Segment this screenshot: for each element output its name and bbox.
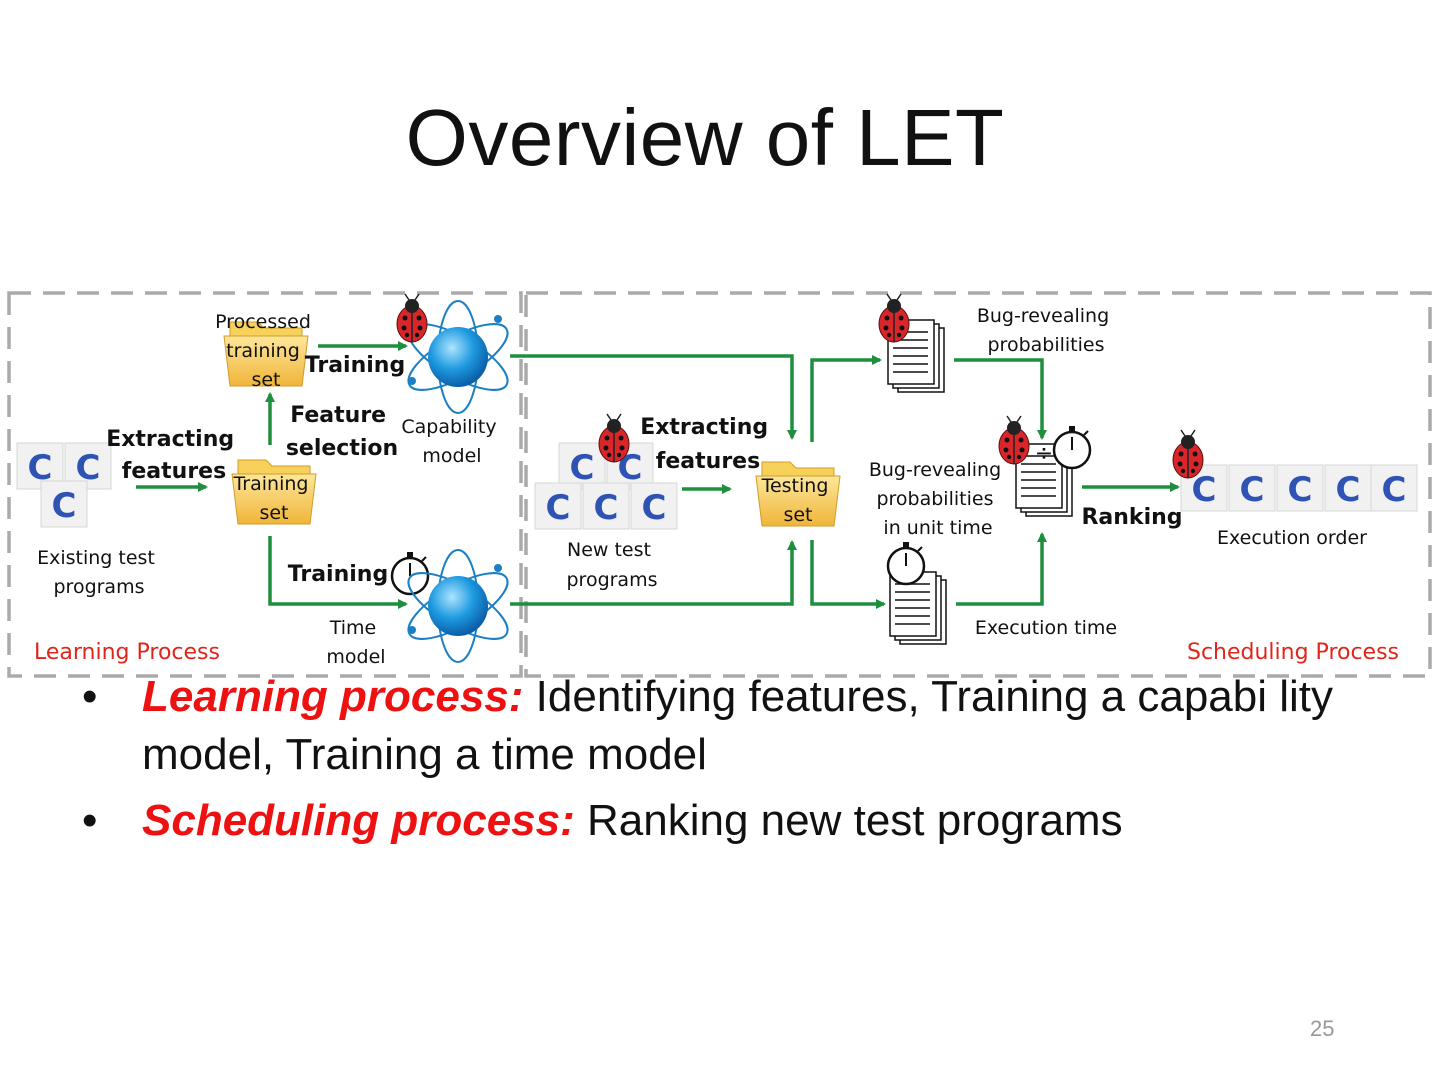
bug-prob-unit-time-label: Bug-revealing probabilities in unit time: [869, 459, 1007, 539]
execution-order-label: Execution order: [1217, 527, 1367, 549]
let-overview-diagram: C: [0, 285, 1440, 680]
scheduling-process-label: Scheduling Process: [1187, 640, 1399, 665]
capability-bug-icon: [397, 294, 427, 342]
existing-programs-icon: [17, 443, 111, 527]
bullet-text: Ranking new test programs: [575, 796, 1123, 845]
time-model-label: Time model: [326, 617, 385, 668]
bullet-dot-icon: •: [82, 668, 97, 726]
learning-process-label: Learning Process: [34, 640, 220, 665]
combined-bug-icon: [999, 416, 1029, 464]
page-number: 25: [1310, 1016, 1334, 1042]
arrow-bug-prob-to-combined: [954, 360, 1042, 438]
arrow-testing-to-exec-time: [812, 540, 884, 604]
bullet-list: • Learning process: Identifying features…: [82, 668, 1372, 858]
execution-order-programs-icon: [1181, 465, 1417, 511]
combined-stopwatch-icon: [1054, 426, 1090, 468]
ranking-label: Ranking: [1081, 505, 1182, 530]
new-programs-bug-icon: [599, 414, 629, 462]
execution-order-bug-icon: [1173, 430, 1203, 478]
scheduling-extracting-features-label: Extracting features: [640, 415, 776, 474]
exec-time-stopwatch-icon: [888, 542, 924, 584]
learning-extracting-features-label: Extracting features: [106, 427, 242, 484]
arrow-exec-time-to-combined: [956, 534, 1042, 604]
new-programs-label: New test programs: [566, 539, 657, 591]
execution-time-label: Execution time: [975, 617, 1117, 639]
bullet-learning-process: • Learning process: Identifying features…: [82, 668, 1372, 784]
existing-programs-label: Existing test programs: [37, 547, 161, 598]
bullet-scheduling-process: • Scheduling process: Ranking new test p…: [82, 792, 1372, 850]
bug-prob-label: Bug-revealing probabilities: [977, 305, 1115, 356]
slide-title: Overview of LET: [0, 92, 1410, 184]
divide-symbol: ÷: [1035, 441, 1053, 466]
arrow-testing-to-bug-prob: [812, 360, 880, 442]
capability-model-label: Capability model: [401, 416, 502, 467]
bullet-keyword: Scheduling process:: [142, 796, 575, 845]
training-bottom-label: Training: [288, 562, 388, 587]
bullet-dot-icon: •: [82, 792, 97, 850]
bullet-keyword: Learning process:: [142, 672, 523, 721]
feature-selection-label: Feature selection: [286, 403, 398, 461]
bug-prob-bug-icon: [879, 294, 909, 342]
training-top-label: Training: [305, 353, 405, 378]
